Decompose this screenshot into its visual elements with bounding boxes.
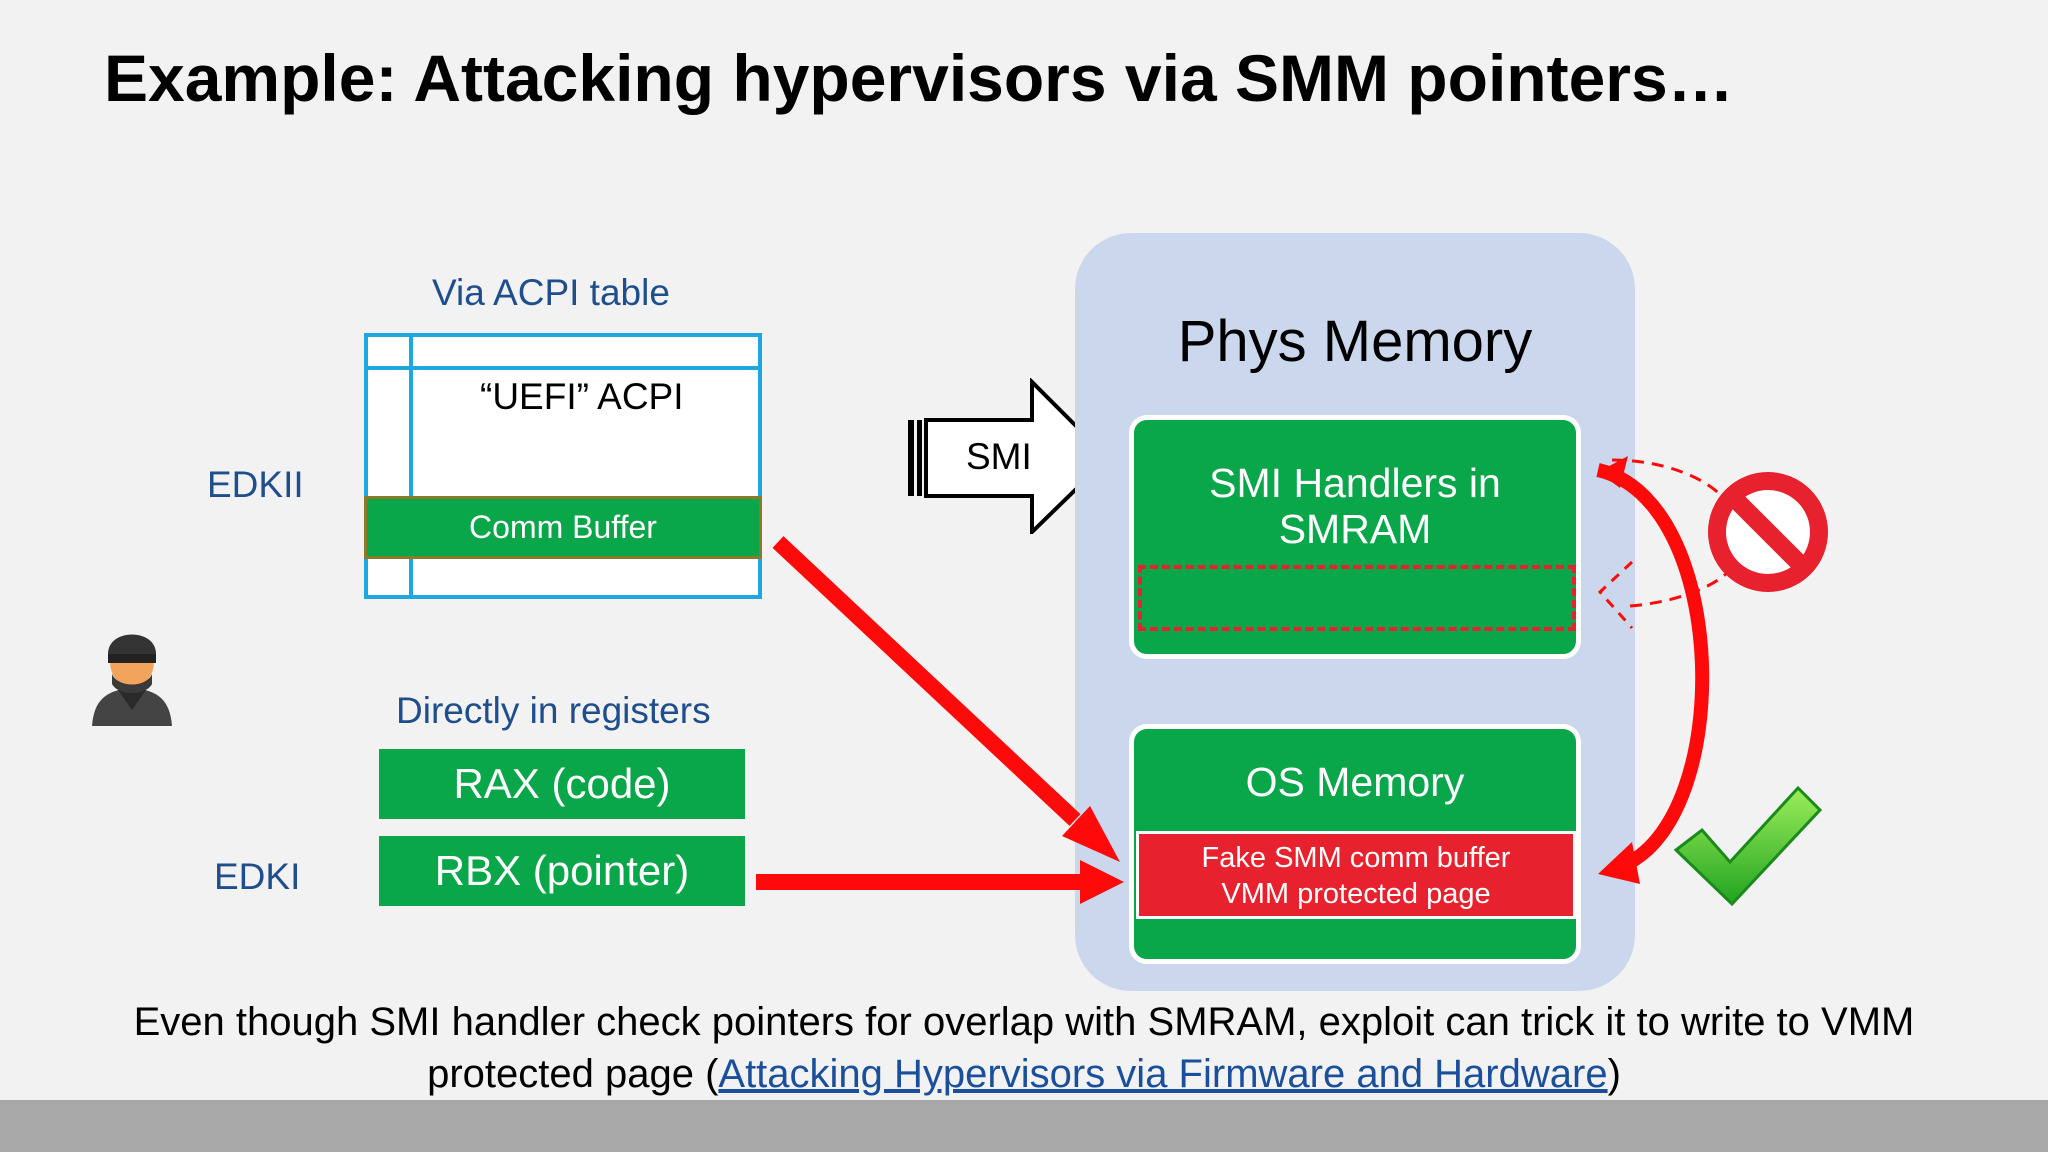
rax-register: RAX (code): [379, 749, 745, 819]
os-memory-label: OS Memory: [1245, 759, 1465, 805]
acpi-heading: Via ACPI table: [432, 272, 670, 313]
redirect-arrowhead: [1598, 842, 1640, 884]
prohibited-icon: [1708, 472, 1828, 592]
caption-line2: protected page (Attacking Hypervisors vi…: [0, 1048, 2048, 1100]
rbx-register: RBX (pointer): [379, 836, 745, 906]
rbx-pointer-arrowhead: [1080, 860, 1124, 904]
phys-memory-title: Phys Memory: [1177, 309, 1533, 374]
smram-target-region: [1138, 565, 1576, 631]
checkmark-icon: [1673, 785, 1823, 907]
edkii-label: EDKII: [207, 464, 304, 505]
slide-caption: Even though SMI handler check pointers f…: [0, 996, 2048, 1100]
smi-handlers-box: SMI Handlers in SMRAM: [1129, 415, 1581, 659]
comm-buffer: Comm Buffer: [364, 496, 762, 559]
footer-bar: [0, 1100, 2048, 1152]
smi-handlers-label: SMI Handlers in SMRAM: [1209, 460, 1501, 552]
attacker-icon: [92, 634, 172, 726]
caption-line2-suffix: ): [1607, 1052, 1621, 1096]
caption-line1: Even though SMI handler check pointers f…: [133, 1000, 1915, 1044]
redirect-arrow: [1596, 463, 1710, 873]
fake-comm-buffer: Fake SMM comm buffer VMM protected page: [1136, 831, 1576, 919]
fake-comm-buffer-line2: VMM protected page: [1221, 878, 1491, 910]
rbx-pointer-arrow: [756, 874, 1086, 890]
smi-arrow-label: SMI: [966, 436, 1032, 477]
slide-title: Example: Attacking hypervisors via SMM p…: [104, 41, 1734, 115]
edki-label: EDKI: [214, 856, 301, 897]
comm-buffer-arrow: [772, 536, 1081, 826]
acpi-table-divider-vertical: [409, 333, 413, 599]
blocked-arrowhead: [1597, 560, 1634, 629]
caption-line2-prefix: protected page (: [427, 1052, 719, 1096]
acpi-table-divider-horizontal: [364, 366, 762, 370]
smi-arrow-icon: [908, 378, 1111, 534]
registers-heading: Directly in registers: [396, 690, 711, 731]
fake-comm-buffer-line1: Fake SMM comm buffer: [1201, 842, 1511, 874]
reference-link[interactable]: Attacking Hypervisors via Firmware and H…: [718, 1052, 1608, 1096]
acpi-table-label: “UEFI” ACPI: [480, 376, 684, 417]
comm-buffer-arrowhead: [1062, 806, 1120, 862]
